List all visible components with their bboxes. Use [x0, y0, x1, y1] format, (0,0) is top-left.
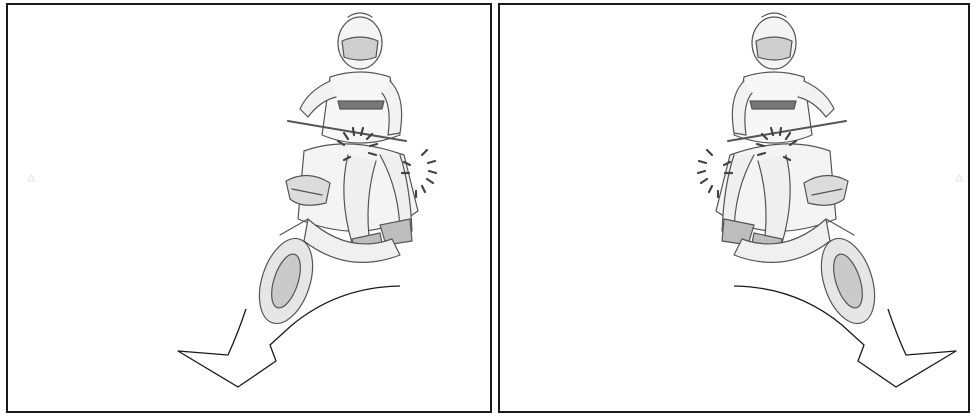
right-turn-panel: [498, 3, 970, 413]
left-turn-panel: [6, 3, 492, 413]
left-turn-illustration: [8, 5, 490, 411]
marker-triangle-icon: △: [28, 173, 35, 182]
rider-scooter-sketch: [716, 13, 884, 330]
rider-scooter-sketch: [250, 13, 418, 330]
right-turn-illustration: [500, 5, 968, 411]
marker-triangle-icon: △: [956, 173, 963, 182]
